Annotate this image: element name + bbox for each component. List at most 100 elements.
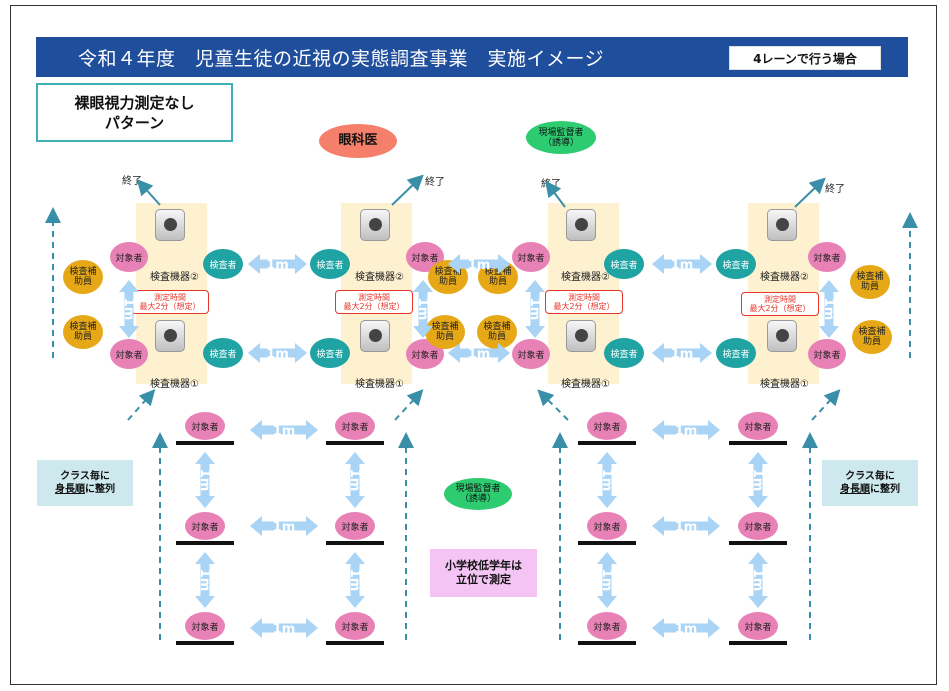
examiner-oval: 検査者 (716, 338, 756, 368)
title-bar: 令和４年度 児童生徒の近視の実態調査事業 実施イメージ 4レーンで行う場合 (36, 37, 908, 77)
time-box-line-1: 測定時間 (568, 293, 600, 302)
device-2-icon (767, 209, 797, 241)
assistant-line-2: 助員 (438, 277, 457, 287)
queue-subject: 対象者 (185, 612, 225, 640)
assistant-oval: 検査補助員 (425, 315, 465, 349)
device-2-icon (360, 209, 390, 241)
subject-oval: 対象者 (110, 339, 148, 369)
standing-line (176, 441, 234, 445)
time-box-line-2: 最大2分（想定） (343, 302, 405, 311)
queue-subject: 対象者 (335, 612, 375, 640)
assistant-line-2: 助員 (73, 277, 92, 287)
queue-subject: 対象者 (335, 512, 375, 540)
time-box-line-2: 最大2分（想定） (139, 302, 201, 311)
examiner-oval: 検査者 (716, 249, 756, 279)
lower-grade-line-2: 立位で測定 (456, 573, 511, 586)
standing-line (578, 441, 636, 445)
page-title: 令和４年度 児童生徒の近視の実態調査事業 実施イメージ (78, 47, 605, 70)
queue-subject: 対象者 (587, 612, 627, 640)
device-1-label: 検査機器① (355, 379, 404, 390)
assistant-line-1: 検査補 (483, 322, 511, 332)
device-2-label: 検査機器② (760, 272, 809, 283)
standing-line (326, 441, 384, 445)
time-box-line-1: 測定時間 (358, 293, 390, 302)
subject-oval: 対象者 (110, 242, 148, 272)
examiner-oval: 検査者 (310, 338, 350, 368)
queue-subject: 対象者 (587, 412, 627, 440)
device-2-icon (566, 209, 596, 241)
queue-subject: 対象者 (587, 512, 627, 540)
sort-line-3: に整列 (85, 484, 115, 495)
assistant-oval: 検査補助員 (477, 315, 517, 349)
device-2-label: 検査機器② (561, 272, 610, 283)
sort-line-1: クラス毎に (845, 471, 895, 482)
assistant-line-1: 検査補 (858, 327, 886, 337)
assistant-line-1: 検査補 (484, 267, 512, 277)
assistant-oval: 検査補助員 (850, 265, 890, 299)
device-1-icon (767, 320, 797, 352)
standing-line (729, 641, 787, 645)
assistant-oval: 検査補助員 (852, 320, 892, 354)
assistant-oval: 検査補助員 (428, 260, 468, 294)
supervisor-line-1: 現場監督者 (538, 127, 584, 138)
end-label: 終了 (425, 177, 445, 188)
end-label: 終了 (825, 184, 845, 195)
examiner-oval: 検査者 (203, 249, 243, 279)
assistant-line-2: 助員 (435, 332, 454, 342)
standing-line (326, 541, 384, 545)
device-1-icon (360, 320, 390, 352)
standing-line (176, 641, 234, 645)
queue-subject: 対象者 (335, 412, 375, 440)
class-sort-box-right: クラス毎に 身長順に整列 (822, 460, 918, 506)
standing-line (176, 541, 234, 545)
device-2-icon (155, 209, 185, 241)
queue-subject: 対象者 (738, 512, 778, 540)
assistant-line-2: 助員 (862, 337, 881, 347)
assistant-line-1: 検査補 (434, 267, 462, 277)
sort-line-2: 身長順 (55, 484, 85, 495)
assistant-line-2: 助員 (488, 277, 507, 287)
pattern-line-1: 裸眼視力測定なし (74, 93, 195, 112)
lower-grade-note: 小学校低学年は 立位で測定 (430, 549, 537, 597)
subject-oval: 対象者 (808, 242, 846, 272)
subject-oval: 対象者 (512, 339, 550, 369)
class-sort-box-left: クラス毎に 身長順に整列 (37, 460, 133, 506)
assistant-line-2: 助員 (73, 332, 92, 342)
standing-line (729, 441, 787, 445)
supervisor-line-1: 現場監督者 (455, 484, 501, 494)
supervisor-line-2: （誘導） (459, 494, 496, 504)
time-box-line-1: 測定時間 (154, 293, 186, 302)
assistant-line-1: 検査補 (69, 267, 97, 277)
device-1-icon (155, 320, 185, 352)
assistant-oval: 検査補助員 (63, 315, 103, 349)
assistant-line-2: 助員 (860, 282, 879, 292)
time-box: 測定時間最大2分（想定） (131, 290, 209, 314)
assistant-line-1: 検査補 (431, 322, 459, 332)
assistant-line-2: 助員 (487, 332, 506, 342)
queue-subject: 対象者 (738, 612, 778, 640)
time-box-line-1: 測定時間 (764, 295, 796, 304)
device-1-label: 検査機器① (561, 379, 610, 390)
subject-oval: 対象者 (512, 242, 550, 272)
examiner-oval: 検査者 (604, 338, 644, 368)
examiner-oval: 検査者 (604, 249, 644, 279)
sort-line-2: 身長順 (840, 484, 870, 495)
assistant-line-1: 検査補 (69, 322, 97, 332)
device-1-label: 検査機器① (760, 379, 809, 390)
time-box-line-2: 最大2分（想定） (553, 302, 615, 311)
pattern-box: 裸眼視力測定なし パターン (36, 83, 233, 142)
time-box: 測定時間最大2分（想定） (741, 292, 819, 316)
queue-subject: 対象者 (185, 412, 225, 440)
lane-count-badge: 4レーンで行う場合 (729, 46, 881, 70)
subject-oval: 対象者 (808, 339, 846, 369)
assistant-line-1: 検査補 (856, 272, 884, 282)
time-box-line-2: 最大2分（想定） (749, 304, 811, 313)
assistant-oval: 検査補助員 (63, 260, 103, 294)
standing-line (578, 641, 636, 645)
supervisor-oval-top: 現場監督者 （誘導） (526, 121, 596, 154)
examiner-oval: 検査者 (310, 249, 350, 279)
sort-line-3: に整列 (870, 484, 900, 495)
lower-grade-line-1: 小学校低学年は (445, 559, 522, 572)
sort-line-1: クラス毎に (60, 471, 110, 482)
end-label: 終了 (541, 179, 561, 190)
